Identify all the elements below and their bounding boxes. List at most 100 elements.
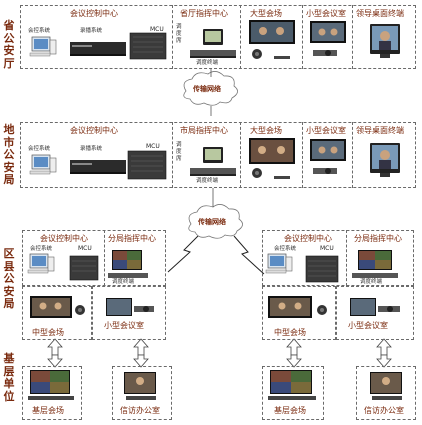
recorder-icon	[70, 160, 126, 174]
province-control-system-label: 会控系统	[28, 28, 51, 34]
pc-icon	[29, 36, 57, 57]
city-record-system-label: 录播系统	[80, 146, 103, 152]
base-right-petition-box	[356, 366, 416, 420]
lcd-screen-icon	[370, 372, 402, 400]
city-command-center-title: 市局指挥中心	[180, 126, 228, 135]
lcd-screen-icon	[310, 21, 346, 43]
city-scheduler-seat-label: 调度席	[176, 142, 182, 162]
county-left-small-room-title: 小型会议室	[104, 321, 144, 330]
network-label-middle: 传输网络	[198, 218, 226, 226]
county-left-small-box	[92, 286, 166, 340]
pc-icon	[27, 253, 55, 274]
tablet-icon	[203, 147, 223, 163]
city-control-system-label: 会控系统	[28, 146, 51, 152]
province-row-box	[20, 5, 416, 69]
codec-icon	[190, 50, 236, 58]
lcd-screen-icon	[249, 20, 295, 44]
camera-icon	[252, 49, 290, 59]
cloud-icon	[188, 204, 243, 239]
cloud-icon	[183, 71, 238, 106]
county-right-command-center-title: 分局指挥中心	[354, 234, 402, 243]
tablet-icon	[203, 29, 223, 45]
city-row-box	[20, 122, 416, 188]
base-left-meeting-box	[22, 366, 82, 420]
lcd-screen-icon	[350, 298, 376, 316]
city-divider-2	[240, 122, 241, 188]
base-right-meeting-box	[262, 366, 324, 420]
up-down-arrow-icon	[286, 338, 302, 368]
county-right-divider	[346, 230, 347, 286]
camera-icon	[313, 50, 337, 56]
codec-icon	[352, 273, 398, 278]
city-divider-3	[302, 122, 303, 188]
codec-icon	[108, 273, 148, 278]
pc-icon	[265, 253, 293, 274]
county-right-control-system-label: 会控系统	[274, 246, 297, 252]
up-down-arrow-icon	[133, 338, 149, 368]
province-divider-4	[352, 5, 353, 69]
county-left-control-system-label: 会控系统	[30, 246, 53, 252]
mcu-icon	[127, 150, 167, 180]
up-down-arrow-icon	[376, 338, 392, 368]
base-left-meeting-title: 基层会场	[32, 406, 64, 415]
base-right-petition-title: 信访办公室	[364, 406, 404, 415]
lcd-screen-icon	[268, 296, 312, 318]
lcd-screen-icon	[358, 250, 392, 270]
lcd-screen-icon	[124, 372, 156, 400]
network-label-top: 传输网络	[193, 85, 221, 93]
county-left-mcu-label: MCU	[78, 245, 92, 252]
camera-icon	[252, 168, 290, 179]
province-divider-1	[172, 5, 173, 69]
recorder-icon	[70, 42, 126, 56]
city-divider-1	[172, 122, 173, 188]
province-leader-desktop-title: 领导桌面终端	[356, 9, 404, 18]
up-down-arrow-icon	[47, 338, 63, 368]
camera-icon	[134, 306, 154, 312]
city-control-center-title: 会议控制中心	[70, 126, 118, 135]
lcd-screen-icon	[30, 296, 72, 318]
county-left-command-center-title: 分局指挥中心	[108, 234, 156, 243]
province-record-system-label: 录播系统	[80, 28, 103, 34]
lcd-screen-icon	[28, 370, 74, 400]
county-right-mcu-label: MCU	[320, 245, 334, 252]
camera-icon	[313, 168, 337, 174]
province-scheduler-seat-label: 调度席	[176, 24, 182, 44]
camera-icon	[317, 305, 327, 315]
county-right-small-box	[336, 286, 414, 340]
county-left-control-center-title: 会议控制中心	[40, 234, 88, 243]
lcd-screen-icon	[370, 143, 400, 177]
province-large-venue-title: 大型会场	[250, 9, 282, 18]
province-mcu-label: MCU	[150, 26, 164, 33]
tier-label-province: 省公安厅	[3, 19, 15, 70]
county-left-medium-box	[22, 286, 92, 340]
county-right-medium-box	[262, 286, 336, 340]
province-divider-3	[302, 5, 303, 69]
province-small-room-title: 小型会议室	[306, 9, 346, 18]
city-small-room-title: 小型会议室	[306, 126, 346, 135]
codec-icon	[190, 168, 236, 176]
tier-label-county: 区县公安局	[3, 247, 15, 310]
camera-icon	[75, 305, 85, 315]
base-left-petition-box	[112, 366, 172, 420]
province-scheduler-terminal-label: 调度终端	[196, 60, 219, 66]
lcd-screen-icon	[268, 370, 316, 400]
lcd-screen-icon	[106, 298, 132, 316]
city-large-venue-title: 大型会场	[250, 126, 282, 135]
city-mcu-label: MCU	[146, 143, 160, 150]
lightning-icon	[167, 235, 199, 273]
mcu-icon	[69, 255, 99, 281]
county-left-scheduler-terminal-label: 调度终端	[112, 279, 135, 285]
lcd-screen-icon	[249, 138, 295, 164]
lightning-icon	[233, 235, 265, 275]
county-right-control-center-title: 会议控制中心	[284, 234, 332, 243]
tier-label-city: 地市公安局	[3, 123, 15, 186]
pc-icon	[29, 154, 57, 175]
mcu-icon	[305, 255, 339, 283]
lcd-screen-icon	[112, 250, 142, 270]
base-right-meeting-title: 基层会场	[274, 406, 306, 415]
county-right-small-room-title: 小型会议室	[348, 321, 388, 330]
county-left-medium-venue-title: 中型会场	[32, 328, 64, 337]
province-control-center-title: 会议控制中心	[70, 9, 118, 18]
